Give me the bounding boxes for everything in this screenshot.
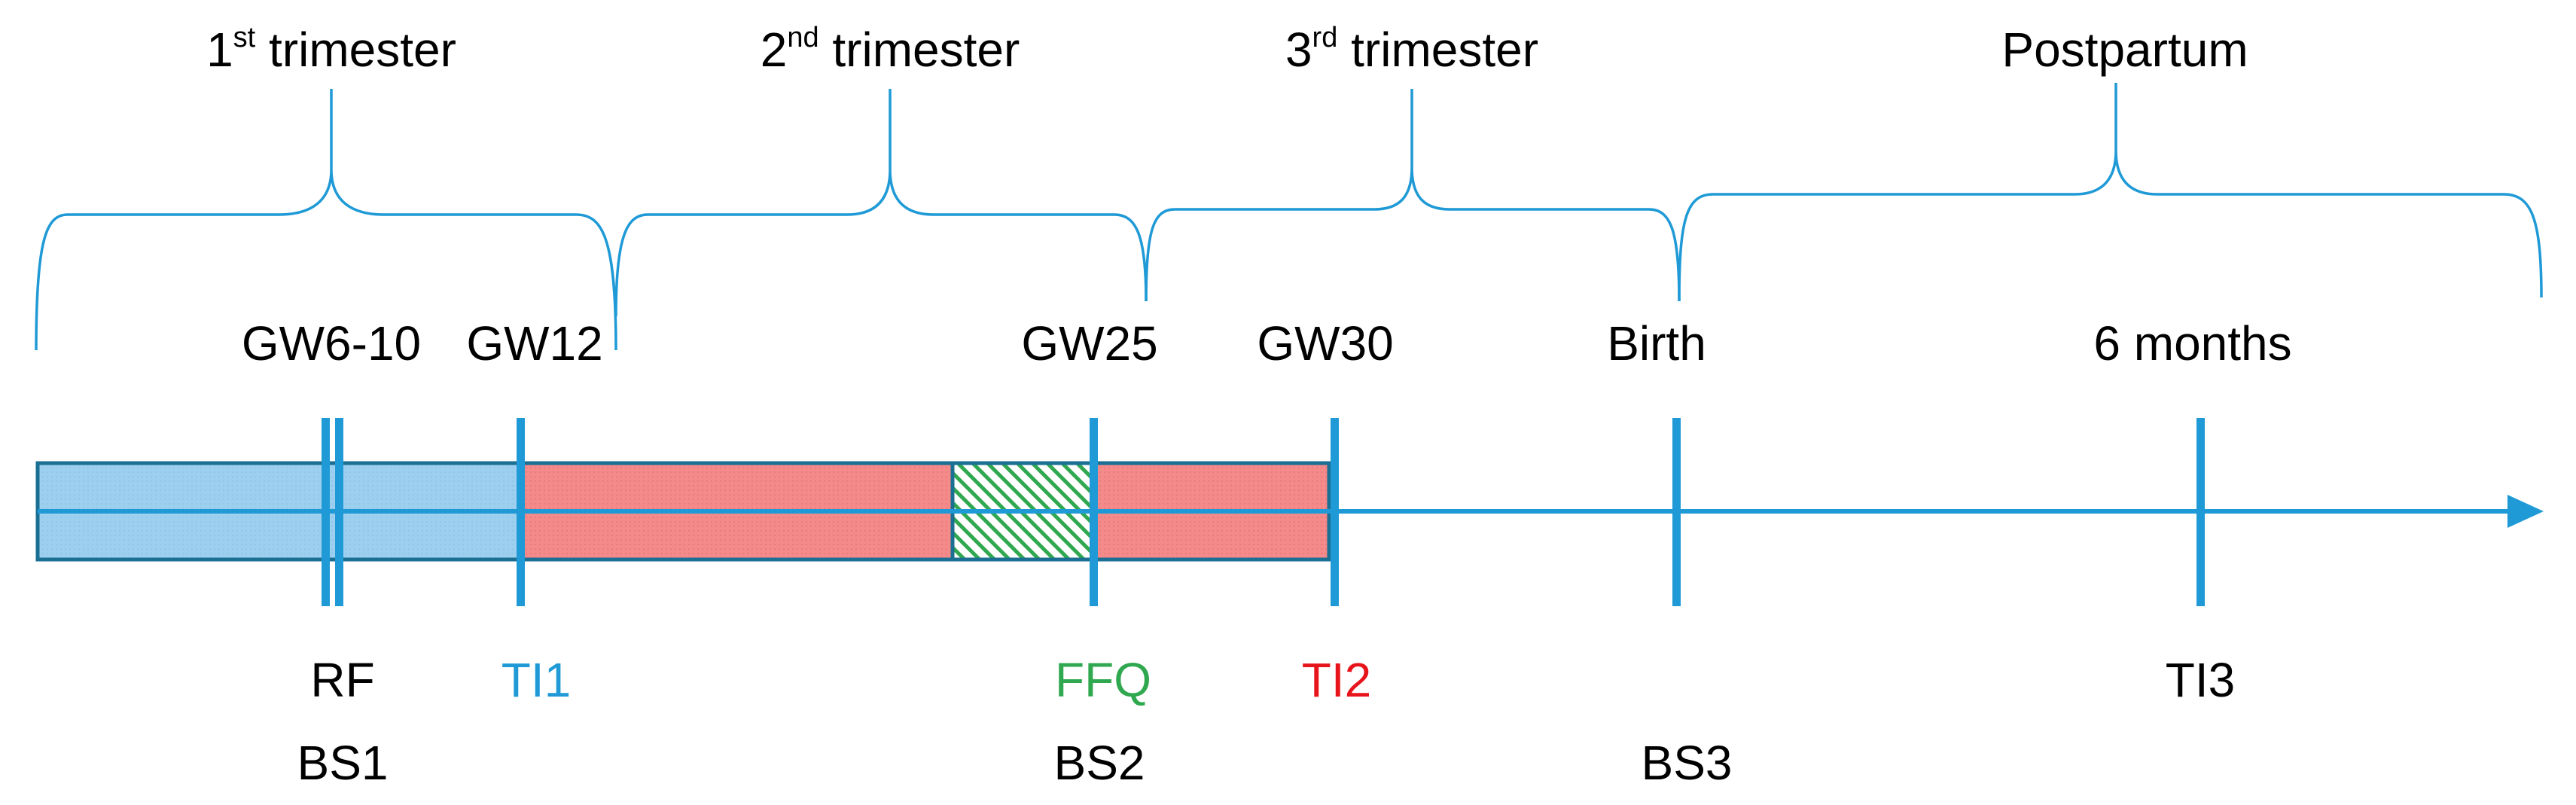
tick-birth bbox=[1672, 418, 1681, 606]
timepoint-label-6-months: 6 months bbox=[2093, 316, 2291, 370]
timepoint-label-gw25: GW25 bbox=[1021, 316, 1157, 370]
measure-label-bs1: BS1 bbox=[297, 736, 389, 790]
measure-label-ti3: TI3 bbox=[2166, 653, 2235, 707]
brace-postpartum bbox=[1678, 83, 2543, 302]
tick-gw30 bbox=[1331, 418, 1339, 606]
tick-6-months bbox=[2196, 418, 2205, 606]
brace-1st-trimester bbox=[35, 89, 617, 351]
tick-gw25 bbox=[1090, 418, 1098, 606]
period-label-2nd-trimester: 2nd trimester bbox=[761, 22, 1020, 77]
measure-label-bs2: BS2 bbox=[1054, 736, 1145, 790]
timepoint-label-gw30: GW30 bbox=[1257, 316, 1393, 370]
brace-2nd-trimester bbox=[614, 89, 1148, 317]
timepoint-label-birth: Birth bbox=[1607, 316, 1706, 370]
timepoint-label-gw6-10: GW6-10 bbox=[242, 316, 421, 370]
tick-gw12 bbox=[517, 418, 525, 606]
measure-label-ti2: TI2 bbox=[1302, 653, 1371, 707]
measure-label-rf: RF bbox=[310, 653, 374, 707]
period-label-3rd-trimester: 3rd trimester bbox=[1285, 22, 1538, 77]
measure-label-bs3: BS3 bbox=[1642, 736, 1733, 790]
measure-label-ffq: FFQ bbox=[1055, 653, 1151, 707]
timeline-arrowhead-icon bbox=[2507, 495, 2544, 528]
tick-gw6 bbox=[322, 418, 330, 606]
tick-gw10 bbox=[335, 418, 343, 606]
timepoint-label-gw12: GW12 bbox=[466, 316, 602, 370]
measure-label-ti1: TI1 bbox=[501, 653, 571, 707]
brace-3rd-trimester bbox=[1145, 89, 1681, 302]
period-label-1st-trimester: 1st trimester bbox=[206, 22, 456, 77]
period-label-postpartum: Postpartum bbox=[2001, 23, 2248, 77]
